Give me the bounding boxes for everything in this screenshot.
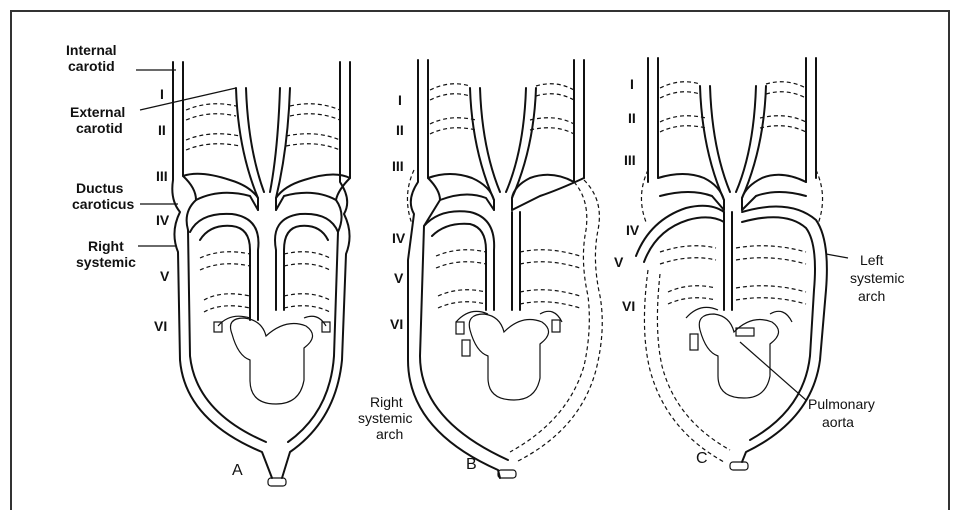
panel-b-vessels (407, 60, 602, 478)
panel-a-arch-iv: IV (156, 212, 169, 228)
panel-a-arch-vi: VI (154, 318, 167, 334)
panel-b-arch-v: V (394, 270, 403, 286)
panel-b-arch-i: I (398, 92, 402, 108)
panel-a-vessels (172, 62, 350, 486)
label-internal-carotid-line1: Internal (66, 42, 117, 58)
label-left-systemic-arch-line1: Left (860, 252, 883, 268)
panel-c-arch-iii: III (624, 152, 636, 168)
label-right-systemic-arch-line1: Right (370, 394, 403, 410)
panel-b-arch-iv: IV (392, 230, 405, 246)
panel-a-arch-i: I (160, 86, 164, 102)
panel-c-letter: C (696, 450, 708, 468)
label-right-systemic-arch-line3: arch (376, 426, 403, 442)
panel-a-arch-v: V (160, 268, 169, 284)
panel-c-arch-v: V (614, 254, 623, 270)
panel-c-arch-iv: IV (626, 222, 639, 238)
label-ductus-caroticus-line2: caroticus (72, 196, 134, 212)
label-pulmonary-aorta-line2: aorta (822, 414, 854, 430)
label-right-systemic-line1: Right (88, 238, 124, 254)
panel-c-vessels (636, 58, 827, 470)
panel-a-letter: A (232, 462, 243, 480)
panel-c-arch-i: I (630, 76, 634, 92)
leader-lines (136, 70, 848, 400)
panel-c-arch-vi: VI (622, 298, 635, 314)
panel-c-arch-ii: II (628, 110, 636, 126)
label-external-carotid-line1: External (70, 104, 125, 120)
panel-b-arch-ii: II (396, 122, 404, 138)
label-left-systemic-arch-line2: systemic (850, 270, 904, 286)
panel-b-arch-iii: III (392, 158, 404, 174)
label-right-systemic-arch-line2: systemic (358, 410, 412, 426)
label-left-systemic-arch-line3: arch (858, 288, 885, 304)
panel-b-arch-vi: VI (390, 316, 403, 332)
panel-b-letter: B (466, 456, 477, 474)
label-external-carotid-line2: carotid (76, 120, 123, 136)
panel-a-arch-ii: II (158, 122, 166, 138)
label-pulmonary-aorta-line1: Pulmonary (808, 396, 875, 412)
panel-a-arch-iii: III (156, 168, 168, 184)
label-ductus-caroticus-line1: Ductus (76, 180, 123, 196)
label-right-systemic-line2: systemic (76, 254, 136, 270)
label-internal-carotid-line2: carotid (68, 58, 115, 74)
